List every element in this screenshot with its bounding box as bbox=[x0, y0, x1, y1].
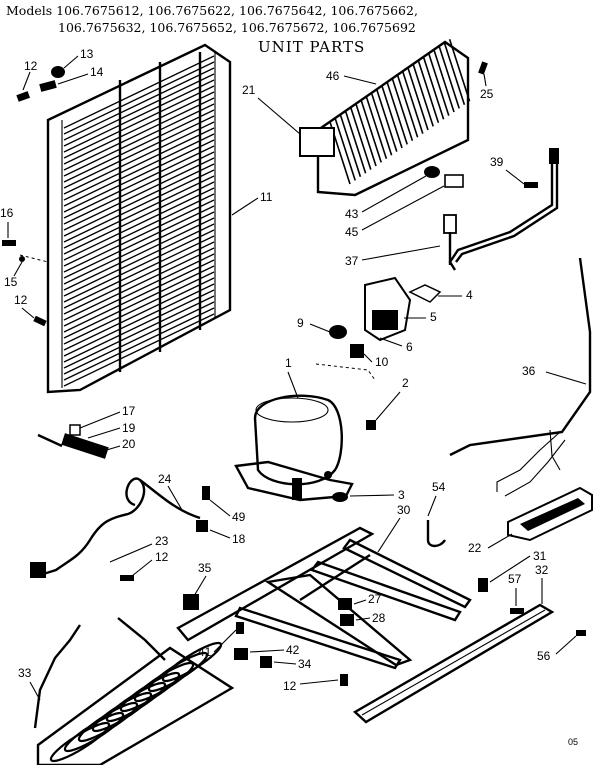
compressor-part-1 bbox=[234, 394, 354, 502]
heater-17-19-20 bbox=[37, 424, 109, 459]
part-13-clip bbox=[51, 66, 65, 78]
callout-31: 31 bbox=[533, 549, 547, 563]
callout-37: 37 bbox=[345, 254, 359, 268]
part-10-relay bbox=[350, 344, 364, 358]
part-31-screw bbox=[478, 578, 488, 592]
callout-12: 12 bbox=[24, 59, 38, 73]
coil-33 bbox=[33, 617, 235, 765]
rail-32 bbox=[352, 603, 555, 724]
drain-pan-22 bbox=[507, 486, 593, 542]
callout-12: 12 bbox=[14, 293, 28, 307]
mounting-frame-30 bbox=[176, 526, 472, 670]
callout-39: 39 bbox=[490, 155, 504, 169]
power-cord-23-24 bbox=[30, 477, 201, 578]
callout-11: 11 bbox=[260, 190, 273, 204]
part-34 bbox=[260, 656, 272, 668]
tube-36 bbox=[449, 257, 592, 497]
callout-24: 24 bbox=[158, 472, 172, 486]
part-41-screw bbox=[236, 622, 244, 634]
callout-27: 27 bbox=[368, 592, 382, 606]
callout-1: 1 bbox=[285, 356, 292, 370]
part-57 bbox=[510, 608, 524, 614]
callout-23: 23 bbox=[155, 534, 169, 548]
callout-41: 41 bbox=[198, 645, 212, 659]
callout-54: 54 bbox=[432, 480, 446, 494]
condenser-part-11 bbox=[19, 43, 232, 394]
part-54-tube bbox=[426, 520, 447, 548]
callout-12: 12 bbox=[283, 679, 297, 693]
part-49-screw bbox=[202, 486, 210, 500]
part-4-bracket bbox=[408, 284, 442, 303]
page-code: 05 bbox=[568, 737, 579, 747]
callout-28: 28 bbox=[372, 611, 386, 625]
callout-5: 5 bbox=[430, 310, 437, 324]
grommet-3 bbox=[332, 492, 348, 502]
callout-43: 43 bbox=[345, 207, 359, 221]
callout-10: 10 bbox=[375, 355, 389, 369]
screw-25 bbox=[478, 61, 488, 75]
part-43-grommet bbox=[424, 166, 440, 178]
callout-21: 21 bbox=[242, 83, 256, 97]
callout-35: 35 bbox=[198, 561, 212, 575]
callout-46: 46 bbox=[326, 69, 340, 83]
part-56 bbox=[576, 630, 586, 636]
callout-9: 9 bbox=[297, 316, 304, 330]
part-45-clip bbox=[444, 174, 464, 188]
callout-6: 6 bbox=[406, 340, 413, 354]
callout-12: 12 bbox=[155, 550, 169, 564]
screw-12-top bbox=[16, 91, 31, 102]
part-39-cap bbox=[524, 182, 538, 188]
callout-42: 42 bbox=[286, 643, 300, 657]
relay-cover-part-5 bbox=[364, 276, 412, 342]
callout-36: 36 bbox=[522, 364, 536, 378]
diagram-title: UNIT PARTS bbox=[258, 38, 366, 56]
screw-12-left bbox=[33, 315, 47, 327]
part-28 bbox=[340, 614, 354, 626]
callout-16: 16 bbox=[0, 206, 14, 220]
callouts: 12 13 14 16 15 12 11 21 46 25 43 45 39 3… bbox=[0, 47, 587, 701]
callout-18: 18 bbox=[232, 532, 246, 546]
part-9-clip bbox=[329, 325, 347, 339]
part-14-clip bbox=[39, 80, 57, 92]
callout-4: 4 bbox=[466, 288, 473, 302]
models-line-1: Models 106.7675612, 106.7675622, 106.767… bbox=[6, 3, 418, 18]
models-line-2: 106.7675632, 106.7675652, 106.7675672, 1… bbox=[58, 20, 416, 35]
part-18-clamp bbox=[196, 520, 208, 532]
models-header: Models 106.7675612, 106.7675622, 106.767… bbox=[6, 2, 476, 36]
callout-49: 49 bbox=[232, 510, 246, 524]
callout-45: 45 bbox=[345, 225, 359, 239]
callout-25: 25 bbox=[480, 87, 494, 101]
part-27 bbox=[338, 598, 352, 610]
callout-32: 32 bbox=[535, 563, 549, 577]
callout-57: 57 bbox=[508, 572, 522, 586]
washer-15 bbox=[19, 256, 25, 262]
tube-37-39 bbox=[443, 148, 559, 271]
screw-12-cord bbox=[120, 575, 134, 581]
callout-14: 14 bbox=[90, 65, 104, 79]
screw-16 bbox=[2, 240, 16, 246]
part-42-clamp bbox=[234, 648, 248, 660]
callout-13: 13 bbox=[80, 47, 94, 61]
callout-3: 3 bbox=[398, 488, 405, 502]
evaporator-part-46 bbox=[299, 38, 471, 197]
screw-2 bbox=[366, 420, 376, 430]
callout-15: 15 bbox=[4, 275, 18, 289]
callout-2: 2 bbox=[402, 376, 409, 390]
callout-22: 22 bbox=[468, 541, 482, 555]
screw-12-bottom bbox=[340, 674, 348, 686]
callout-19: 19 bbox=[122, 421, 136, 435]
callout-56: 56 bbox=[537, 649, 551, 663]
part-35-bracket bbox=[183, 594, 199, 610]
callout-33: 33 bbox=[18, 666, 32, 680]
callout-34: 34 bbox=[298, 657, 312, 671]
callout-17: 17 bbox=[122, 404, 136, 418]
callout-20: 20 bbox=[122, 437, 136, 451]
callout-30: 30 bbox=[397, 503, 411, 517]
